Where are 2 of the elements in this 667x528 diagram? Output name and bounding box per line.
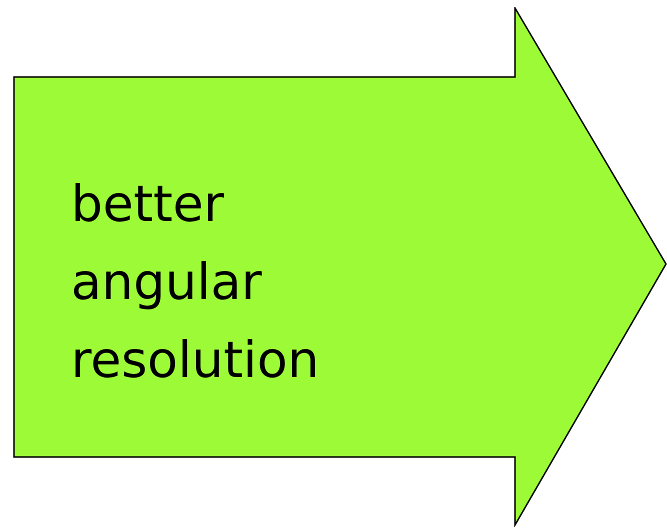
- block-arrow: [13, 7, 667, 527]
- node-text: better angular resolution: [71, 174, 320, 391]
